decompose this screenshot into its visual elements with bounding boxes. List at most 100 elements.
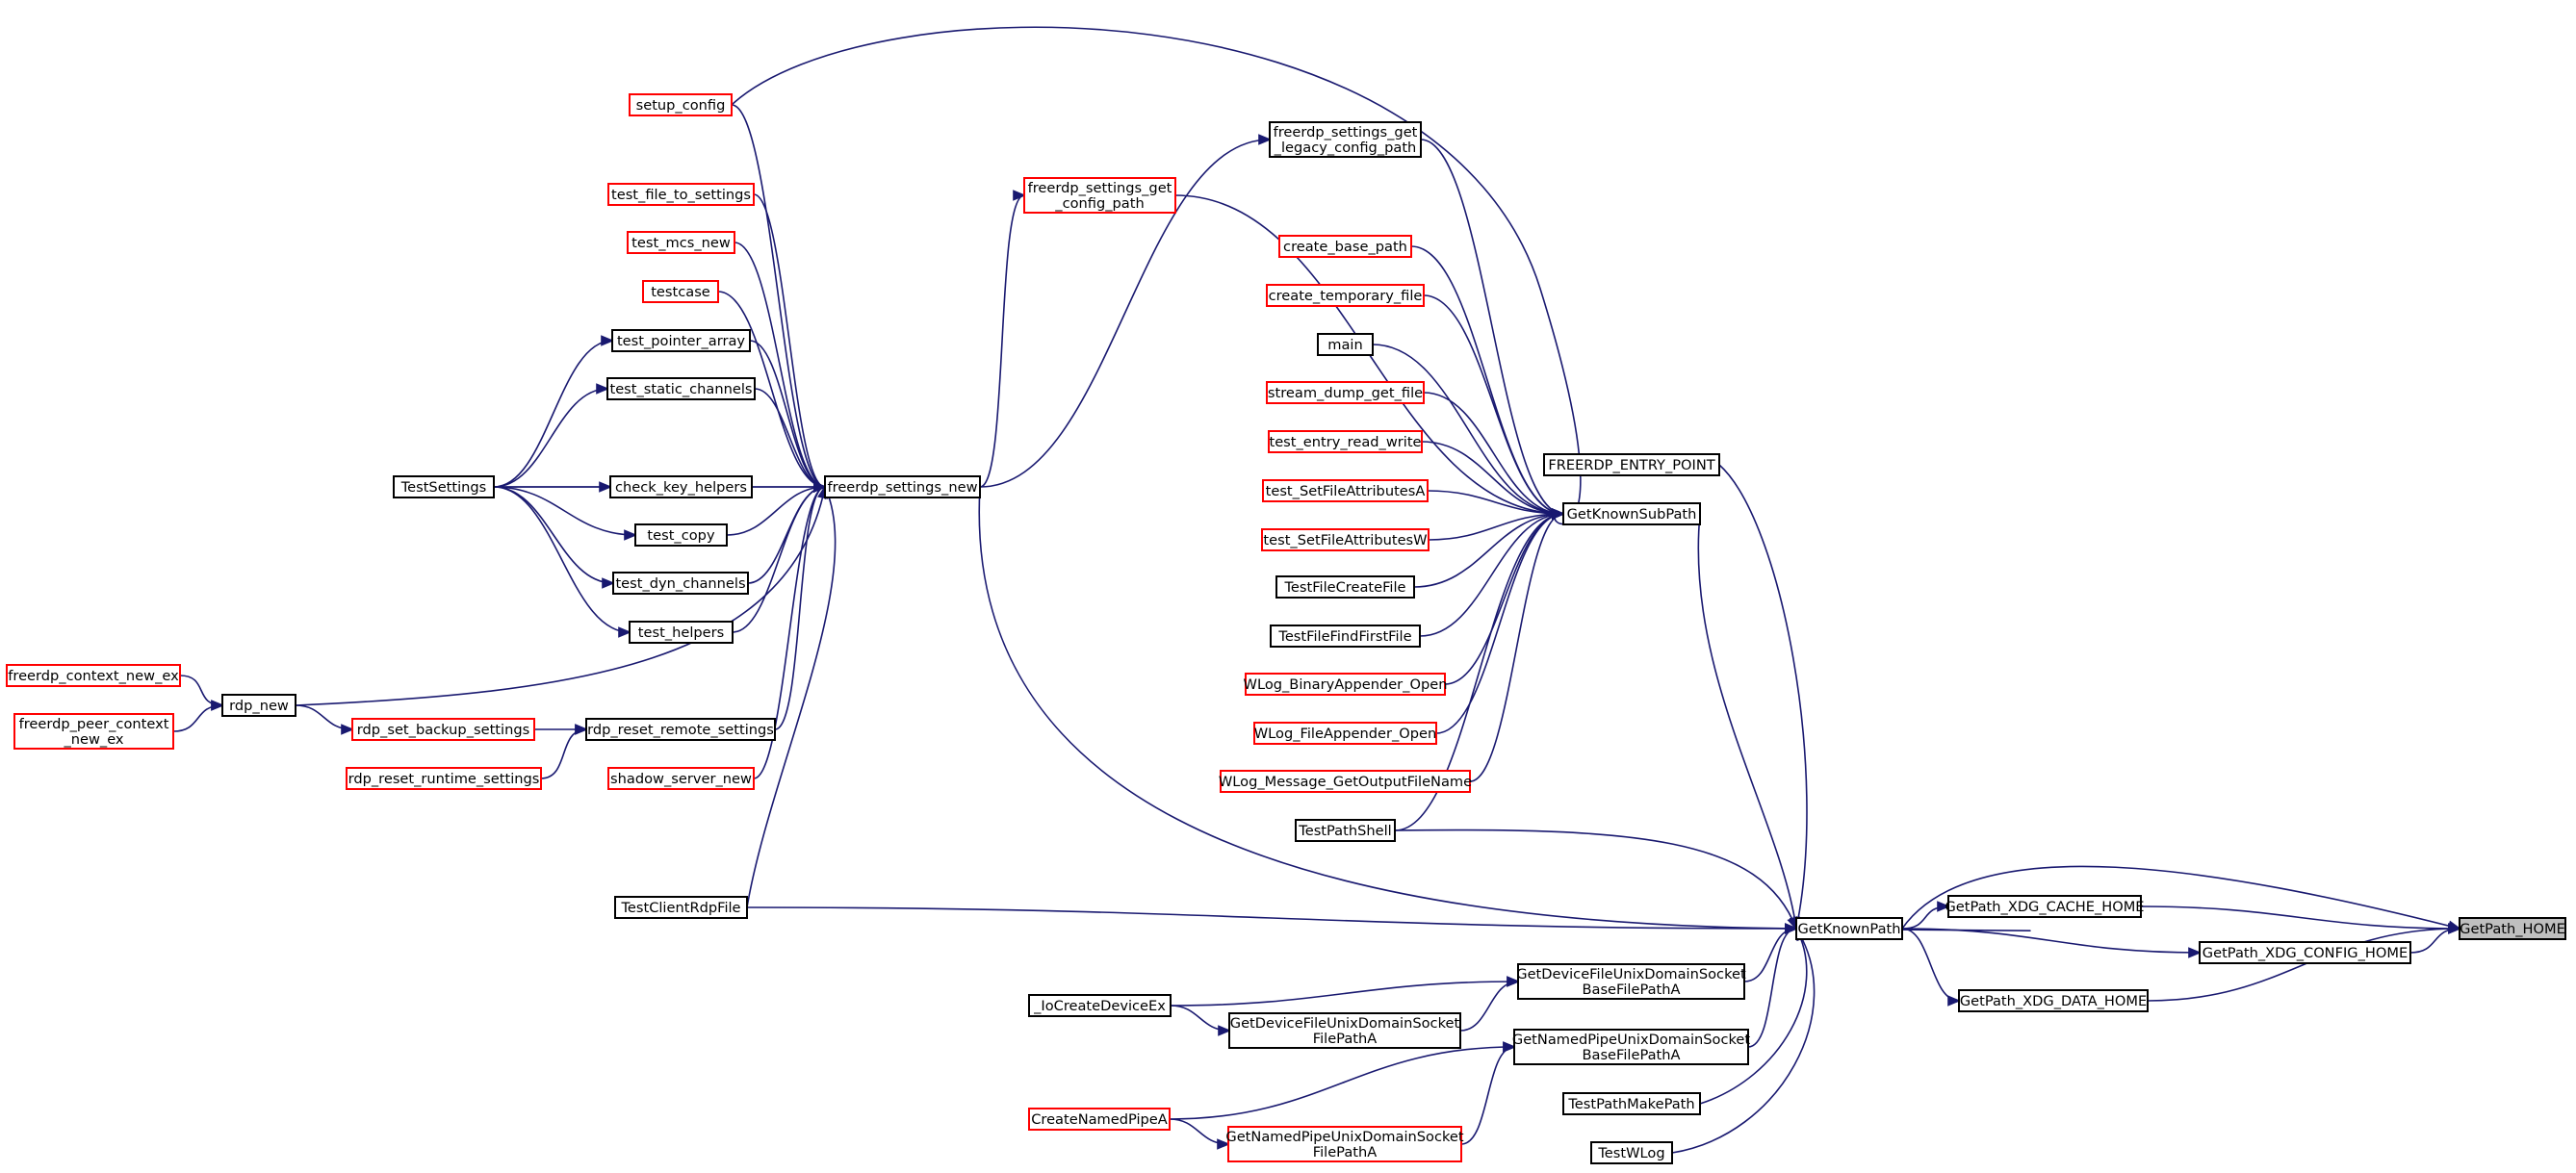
- node-box: [1517, 963, 1745, 1000]
- node-label: GetPath_HOME: [2460, 921, 2565, 937]
- node-wlog-message-getoutputfilename[interactable]: WLog_Message_GetOutputFileName: [1219, 770, 1472, 793]
- node-rdp-set-backup-settings[interactable]: rdp_set_backup_settings: [351, 718, 535, 741]
- node-test-mcs-new[interactable]: test_mcs_new: [627, 231, 735, 254]
- node-testcase[interactable]: testcase: [642, 280, 719, 303]
- node-label: GetPath_XDG_CACHE_HOME: [1945, 899, 2144, 915]
- call-edge-test_file_to_settings-to-freerdp_settings_new: [753, 193, 828, 493]
- node-box: [1269, 121, 1422, 158]
- node-rdp-new[interactable]: rdp_new: [221, 694, 296, 717]
- node-create-base-path[interactable]: create_base_path: [1278, 235, 1412, 258]
- node-label: TestPathShell: [1298, 823, 1391, 839]
- node-iocreatedeviceex[interactable]: _IoCreateDeviceEx: [1028, 994, 1172, 1017]
- node-label: rdp_set_backup_settings: [357, 722, 529, 738]
- call-edge-testfilecreatefile-to-getknownsubpath: [1413, 508, 1566, 588]
- node-freerdp-entry-point[interactable]: FREERDP_ENTRY_POINT: [1543, 453, 1720, 476]
- node-getpath-home[interactable]: GetPath_HOME: [2459, 917, 2566, 940]
- node-box: [1958, 989, 2149, 1012]
- node-test-file-to-settings[interactable]: test_file_to_settings: [607, 183, 755, 206]
- node-test-setfileattributesw[interactable]: test_SetFileAttributesW: [1261, 528, 1430, 551]
- node-create-temporary-file[interactable]: create_temporary_file: [1266, 284, 1425, 307]
- node-testwlog[interactable]: TestWLog: [1590, 1141, 1673, 1164]
- node-test-setfileattributesa[interactable]: test_SetFileAttributesA: [1262, 479, 1429, 502]
- call-edge-freerdp_settings_new-to-freerdp_settings_get_config: [979, 190, 1027, 488]
- node-label: freerdp_settings_new: [828, 479, 978, 496]
- node-label: test_mcs_new: [631, 235, 731, 251]
- node-freerdp-settings-get-legacy[interactable]: freerdp_settings_get_legacy_config_path: [1269, 121, 1422, 158]
- node-label: test_SetFileAttributesA: [1266, 483, 1426, 499]
- node-label: WLog_BinaryAppender_Open: [1244, 676, 1448, 693]
- node-rdp-reset-remote-settings[interactable]: rdp_reset_remote_settings: [585, 718, 776, 741]
- node-check-key-helpers[interactable]: check_key_helpers: [609, 475, 753, 498]
- call-edge-testsettings-to-check_key_helpers: [494, 481, 613, 493]
- node-box: [1220, 770, 1471, 793]
- node-test-pointer-array[interactable]: test_pointer_array: [611, 329, 751, 352]
- call-edge-rdp_reset_remote_settings-to-freerdp_settings_new: [774, 481, 828, 730]
- node-box: [1947, 895, 2142, 918]
- node-wlog-binaryappender-open[interactable]: WLog_BinaryAppender_Open: [1244, 673, 1448, 696]
- node-label: GetNamedPipeUnixDomainSocket: [1225, 1129, 1463, 1145]
- node-freerdp-settings-new[interactable]: freerdp_settings_new: [824, 475, 981, 498]
- node-label: _legacy_config_path: [1274, 140, 1417, 156]
- node-getpath-xdg-config-home[interactable]: GetPath_XDG_CONFIG_HOME: [2199, 941, 2411, 964]
- call-edge-rdp_new-to-rdp_set_backup_settings: [295, 704, 355, 735]
- node-testpathshell[interactable]: TestPathShell: [1295, 819, 1396, 842]
- node-label: FREERDP_ENTRY_POINT: [1548, 457, 1714, 473]
- node-box: [609, 475, 753, 498]
- node-box: [612, 572, 749, 595]
- node-freerdp-settings-get-config[interactable]: freerdp_settings_get_config_path: [1023, 177, 1176, 214]
- node-rdp-reset-runtime-settings[interactable]: rdp_reset_runtime_settings: [346, 767, 542, 790]
- call-edge-testsettings-to-test_pointer_array: [493, 335, 615, 488]
- call-edge-testsettings-to-test_helpers: [493, 486, 632, 638]
- node-getknownsubpath[interactable]: GetKnownSubPath: [1562, 502, 1701, 525]
- node-label: BaseFilePathA: [1583, 982, 1681, 998]
- node-test-copy[interactable]: test_copy: [634, 523, 728, 547]
- call-edge-getpath_xdg_data_home-to-getpath_home: [2147, 923, 2462, 1002]
- node-testpathmakepath[interactable]: TestPathMakePath: [1562, 1092, 1701, 1115]
- node-testfilefindfirstfile[interactable]: TestFileFindFirstFile: [1270, 625, 1421, 648]
- node-getpath-xdg-cache-home[interactable]: GetPath_XDG_CACHE_HOME: [1945, 895, 2145, 918]
- node-label: TestPathMakePath: [1567, 1096, 1694, 1112]
- node-label: _IoCreateDeviceEx: [1033, 998, 1166, 1014]
- node-box: [221, 694, 296, 717]
- node-wlog-fileappender-open[interactable]: WLog_FileAppender_Open: [1253, 722, 1437, 745]
- node-box: [1253, 722, 1437, 745]
- node-testfilecreatefile[interactable]: TestFileCreateFile: [1275, 575, 1415, 599]
- node-main[interactable]: main: [1317, 333, 1374, 356]
- node-getnamedpipe-base[interactable]: GetNamedPipeUnixDomainSocketBaseFilePath…: [1512, 1029, 1750, 1065]
- node-freerdp-context-new-ex[interactable]: freerdp_context_new_ex: [6, 664, 181, 687]
- node-test-helpers[interactable]: test_helpers: [629, 621, 734, 644]
- node-label: create_temporary_file: [1269, 288, 1423, 304]
- node-label: TestSettings: [400, 479, 487, 496]
- node-box: [1795, 917, 1903, 940]
- call-edge-freerdp_entry_point-to-getkownpath: [1718, 464, 1808, 931]
- node-createnamedpipea[interactable]: CreateNamedPipeA: [1028, 1108, 1171, 1131]
- node-getdevicefile-base[interactable]: GetDeviceFileUnixDomainSocketBaseFilePat…: [1516, 963, 1746, 1000]
- node-stream-dump-get-file[interactable]: stream_dump_get_file: [1266, 381, 1425, 404]
- node-label: check_key_helpers: [615, 479, 747, 496]
- node-label: GetNamedPipeUnixDomainSocket: [1512, 1032, 1750, 1048]
- node-box: [824, 475, 981, 498]
- node-label: GetDeviceFileUnixDomainSocket: [1516, 966, 1746, 982]
- call-edge-iocreatedeviceex-to-getdevicefile: [1170, 1005, 1232, 1036]
- node-testsettings[interactable]: TestSettings: [393, 475, 495, 498]
- node-test-static-channels[interactable]: test_static_channels: [606, 377, 756, 400]
- node-label: test_helpers: [638, 625, 724, 641]
- node-freerdp-peer-context-new-ex[interactable]: freerdp_peer_context_new_ex: [13, 713, 174, 750]
- node-test-entry-read-write[interactable]: test_entry_read_write: [1268, 430, 1423, 453]
- node-box: [629, 621, 734, 644]
- node-box: [1261, 528, 1430, 551]
- node-box: [13, 713, 174, 750]
- node-test-dyn-channels[interactable]: test_dyn_channels: [612, 572, 749, 595]
- node-box: [346, 767, 542, 790]
- node-getpath-xdg-data-home[interactable]: GetPath_XDG_DATA_HOME: [1958, 989, 2149, 1012]
- node-shadow-server-new[interactable]: shadow_server_new: [607, 767, 755, 790]
- node-setup-config[interactable]: setup_config: [629, 93, 733, 116]
- call-edge-testclientrdpfile-to-getkownpath: [746, 906, 1799, 934]
- node-box: [585, 718, 776, 741]
- node-getkownpath[interactable]: GetKnownPath: [1795, 917, 1903, 940]
- node-testclientrdpfile[interactable]: TestClientRdpFile: [614, 896, 748, 919]
- node-label: GetPath_XDG_DATA_HOME: [1960, 993, 2147, 1009]
- node-label: WLog_FileAppender_Open: [1254, 726, 1436, 742]
